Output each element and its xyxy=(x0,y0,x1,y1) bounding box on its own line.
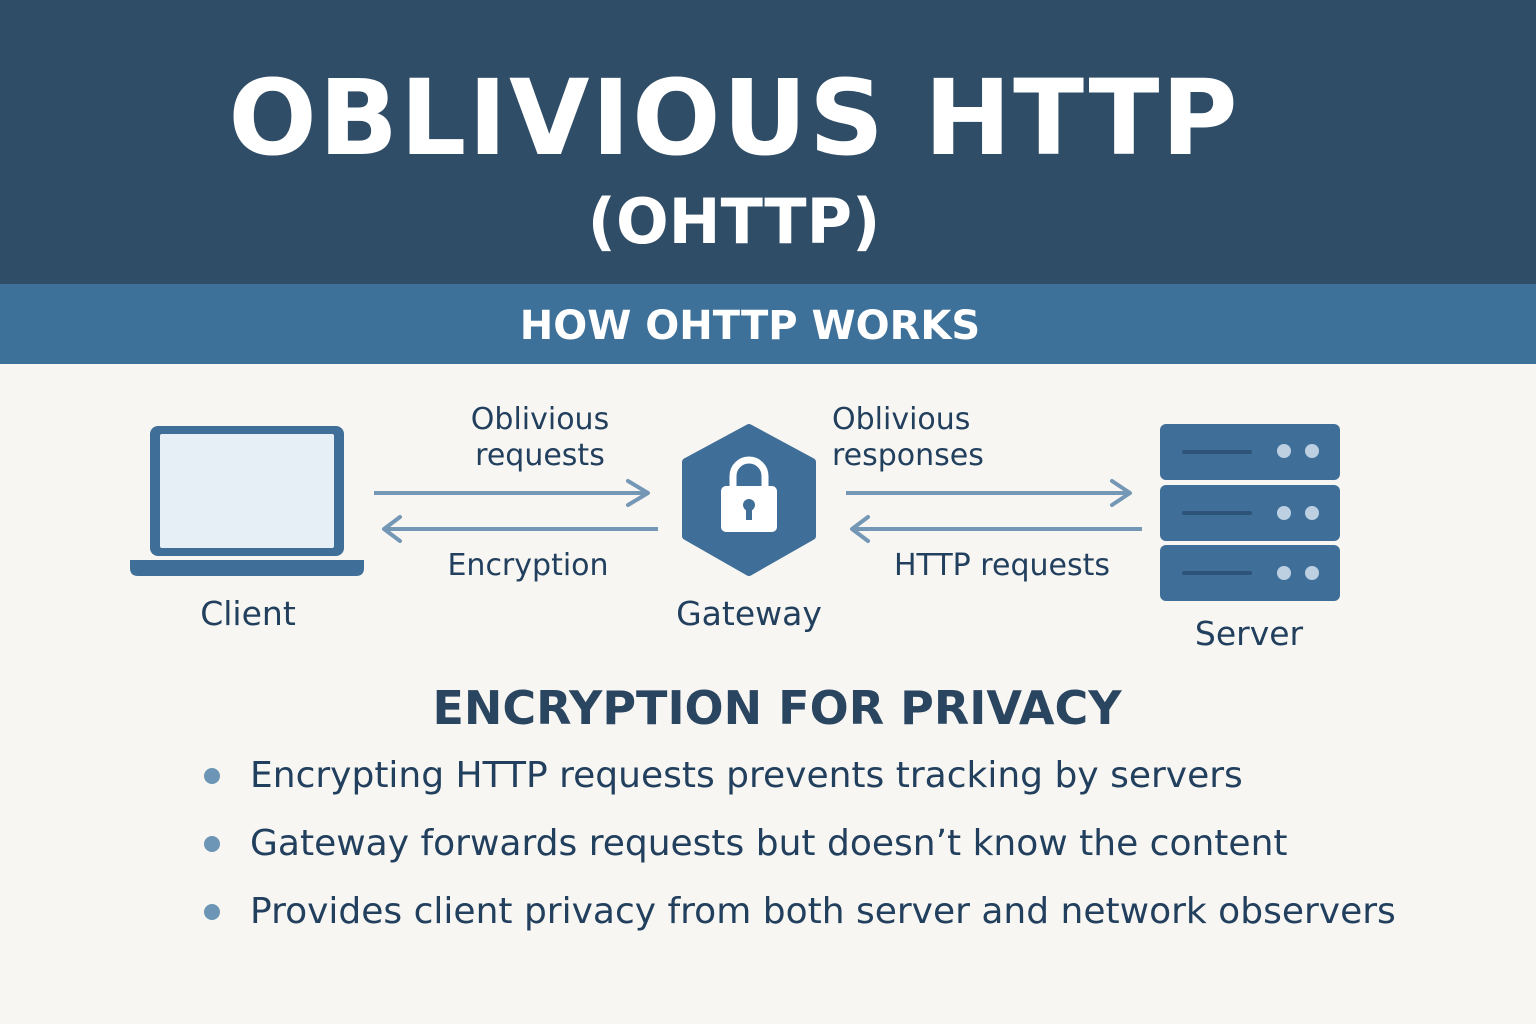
arrow-oblivious-responses xyxy=(846,479,1132,507)
section-title: ENCRYPTION FOR PRIVACY xyxy=(432,681,1122,735)
lock-icon xyxy=(682,424,816,576)
bullet-item: Encrypting HTTP requests prevents tracki… xyxy=(200,746,1396,814)
bullet-dot-icon xyxy=(204,836,220,852)
title-header: OBLIVIOUS HTTP (OHTTP) xyxy=(0,0,1536,284)
ohttp-flow-diagram: Oblivious requests Encryption Oblivious … xyxy=(0,364,1536,664)
bullet-item: Provides client privacy from both server… xyxy=(200,882,1396,950)
server-stack-icon xyxy=(1160,424,1340,601)
band-label: HOW OHTTP WORKS xyxy=(519,303,981,349)
label-oblivious-responses: Oblivious responses xyxy=(832,402,984,473)
arrow-encryption xyxy=(382,515,658,543)
bullet-list: Encrypting HTTP requests prevents tracki… xyxy=(200,746,1396,950)
bullet-item: Gateway forwards requests but doesn’t kn… xyxy=(200,814,1396,882)
laptop-icon xyxy=(130,426,364,576)
bullet-dot-icon xyxy=(204,768,220,784)
arrow-oblivious-requests xyxy=(374,479,650,507)
label-http-requests: HTTP requests xyxy=(894,548,1110,583)
arrow-http-requests xyxy=(850,515,1142,543)
node-gateway-label: Gateway xyxy=(676,594,822,633)
diagram-graphics xyxy=(130,424,1340,601)
page-subtitle: (OHTTP) xyxy=(587,185,881,258)
bullet-text: Encrypting HTTP requests prevents tracki… xyxy=(250,755,1243,796)
page-title: OBLIVIOUS HTTP xyxy=(228,57,1240,179)
node-server-label: Server xyxy=(1194,614,1304,653)
section-band: HOW OHTTP WORKS xyxy=(0,284,1536,364)
bullet-text: Provides client privacy from both server… xyxy=(250,891,1396,932)
bullet-text: Gateway forwards requests but doesn’t kn… xyxy=(250,823,1288,864)
label-encryption: Encryption xyxy=(447,548,609,583)
node-client-label: Client xyxy=(200,594,296,633)
bullet-dot-icon xyxy=(204,904,220,920)
label-oblivious-requests: Oblivious requests xyxy=(470,402,610,473)
